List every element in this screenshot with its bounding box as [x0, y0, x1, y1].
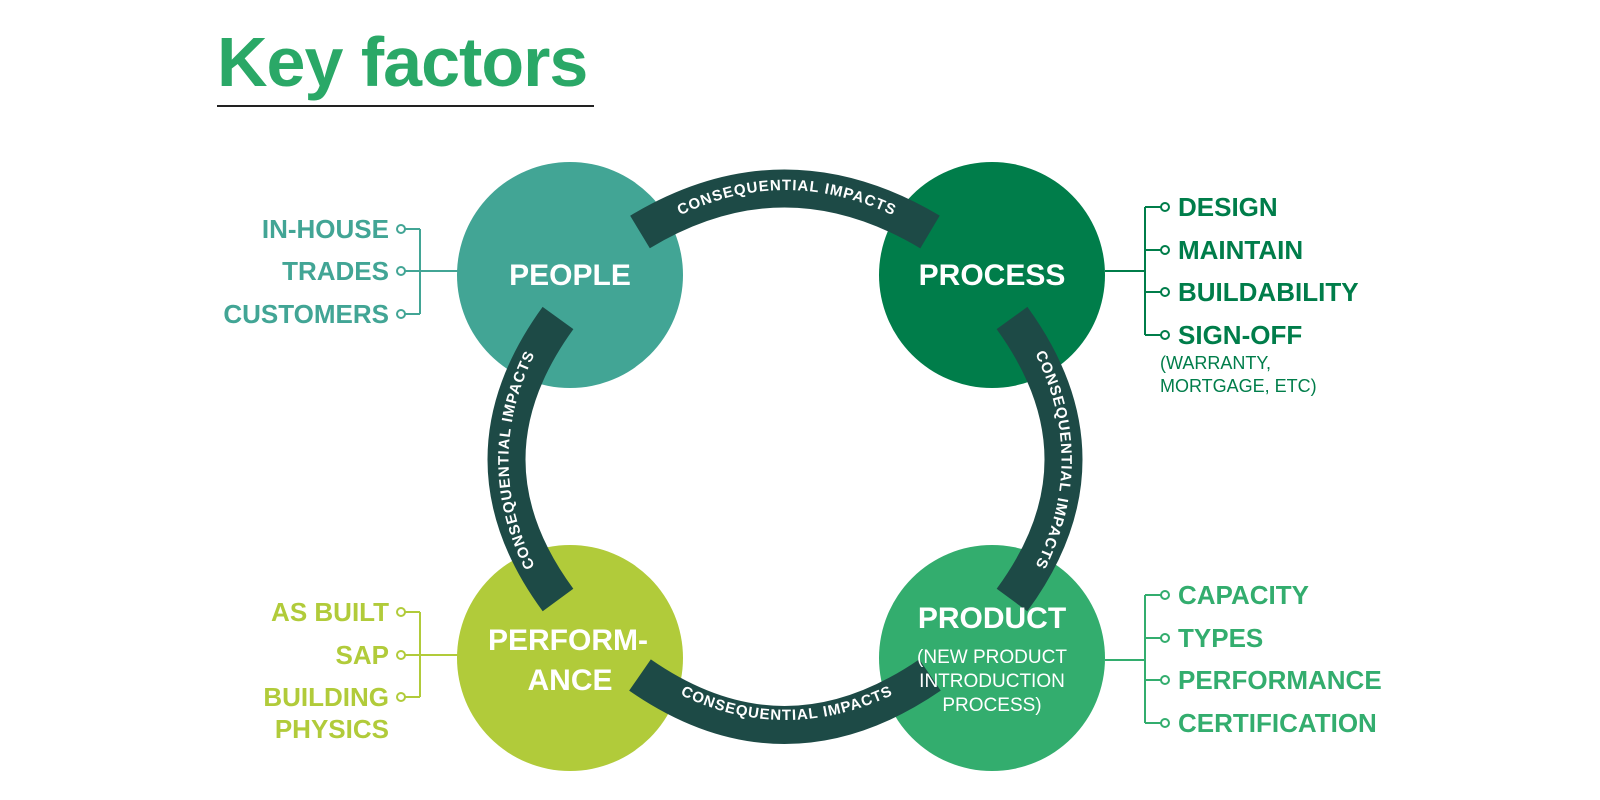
- arc-bottom: [629, 659, 941, 744]
- people-label: PEOPLE: [509, 259, 631, 292]
- people-factors: [396, 224, 458, 319]
- arc-right: [996, 306, 1083, 612]
- process-note-line2: MORTGAGE, ETC): [1160, 376, 1317, 396]
- performance-factors: [396, 607, 458, 702]
- people-circle: [457, 162, 683, 388]
- performance-label-line1: PERFORM-: [488, 624, 648, 657]
- connector-arcs: [487, 169, 1083, 744]
- process-note-line1: (WARRANTY,: [1160, 353, 1271, 373]
- people-factor-1: TRADES: [282, 256, 389, 286]
- people-factor-0: IN-HOUSE: [262, 214, 389, 244]
- process-factor-2: BUILDABILITY: [1178, 277, 1359, 307]
- arc-left: [487, 306, 574, 612]
- performance-factor-2-cont: PHYSICS: [275, 714, 389, 744]
- process-factor-0: DESIGN: [1178, 192, 1278, 222]
- product-sub-line1: (NEW PRODUCT: [917, 647, 1067, 668]
- process-factors: [1105, 202, 1170, 340]
- process-factor-3: SIGN-OFF: [1178, 320, 1302, 350]
- product-factors: [1105, 590, 1170, 728]
- product-label: PRODUCT: [918, 602, 1066, 635]
- performance-circle: [457, 545, 683, 771]
- performance-factor-1: SAP: [336, 640, 389, 670]
- product-sub-line3: PROCESS): [942, 695, 1041, 716]
- people-factor-2: CUSTOMERS: [223, 299, 389, 329]
- page-title: Key factors: [217, 23, 588, 101]
- process-factor-1: MAINTAIN: [1178, 235, 1303, 265]
- product-factor-1: TYPES: [1178, 623, 1263, 653]
- product-sub-line2: INTRODUCTION: [919, 671, 1065, 692]
- product-circle: [879, 545, 1105, 771]
- product-factor-2: PERFORMANCE: [1178, 665, 1382, 695]
- title-underline: [217, 105, 594, 107]
- performance-label-line2: ANCE: [527, 664, 612, 697]
- process-label: PROCESS: [919, 259, 1066, 292]
- product-factor-3: CERTIFICATION: [1178, 708, 1377, 738]
- performance-factor-2: BUILDING: [263, 682, 389, 712]
- product-factor-0: CAPACITY: [1178, 580, 1309, 610]
- arc-top: [630, 169, 940, 249]
- performance-factor-0: AS BUILT: [271, 597, 389, 627]
